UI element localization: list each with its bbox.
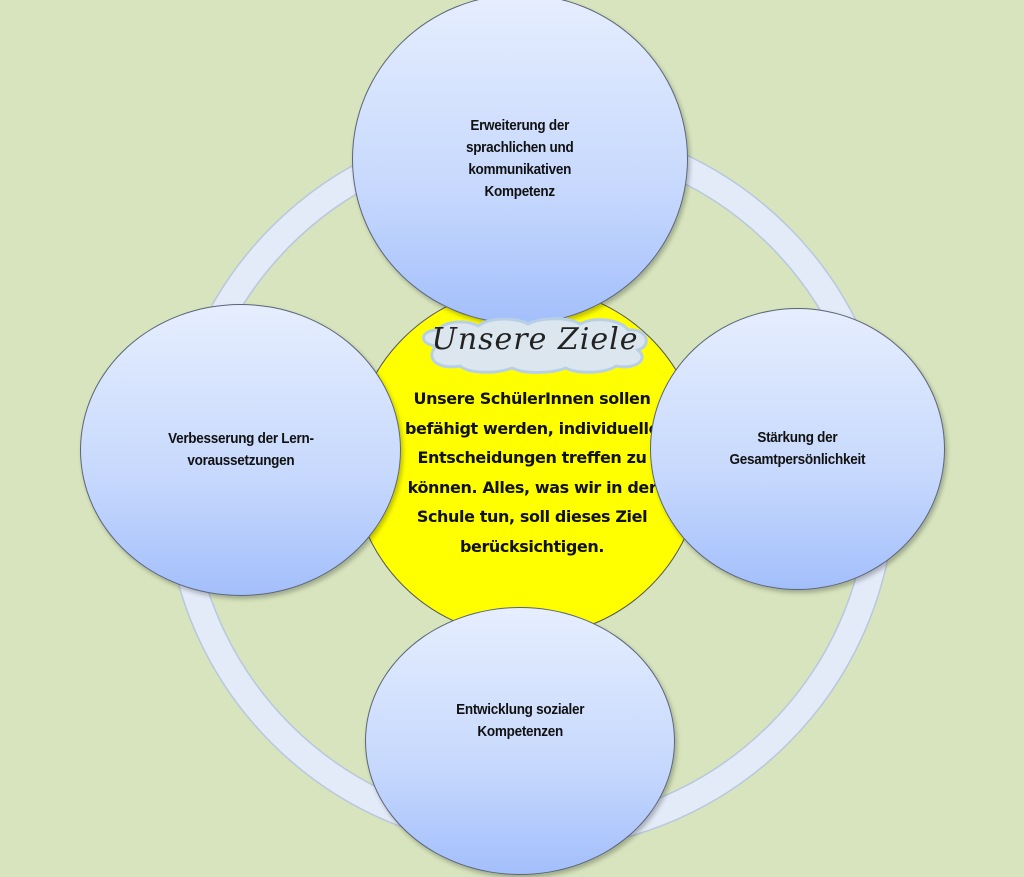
title: Unsere Ziele <box>431 322 639 357</box>
goal-left: Verbesserung der Lern- voraussetzungen <box>80 304 401 596</box>
goal-right-label: Stärkung der Gesamtpersönlichkeit <box>729 429 866 468</box>
goal-left-label: Verbesserung der Lern- voraussetzungen <box>167 430 314 469</box>
center-goal-text: Unsere SchülerInnen sollen befähigt werd… <box>404 389 660 556</box>
goal-bottom-label: Entwicklung sozialer Kompetenzen <box>455 701 585 740</box>
goal-bottom: Entwicklung sozialer Kompetenzen <box>365 607 675 875</box>
goal-top: Erweiterung der sprachlichen und kommuni… <box>352 0 688 324</box>
goal-top-label: Erweiterung der sprachlichen und kommuni… <box>466 117 574 200</box>
goal-right: Stärkung der Gesamtpersönlichkeit <box>650 308 945 590</box>
cloud-shape <box>422 317 648 374</box>
